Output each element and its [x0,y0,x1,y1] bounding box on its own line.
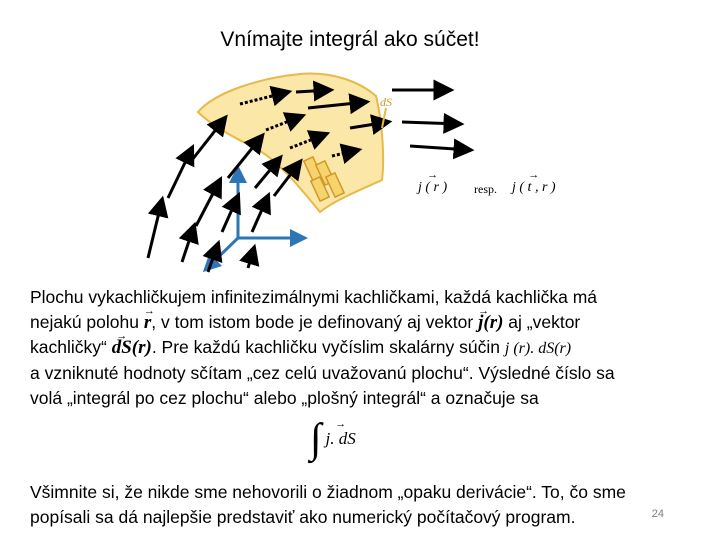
formula-resp: resp. [474,182,497,196]
vector-ds: dS [112,324,132,360]
vector-j: j [478,299,484,335]
p1-line-4: a vzniknuté hodnoty sčítam „cez celú uva… [30,363,615,383]
p1-line-3: kachličky“ dS(r). Pre každú kachličku vy… [30,324,640,361]
p2-line-1: Všimnite si, že nikde sme nehovorili o ž… [30,482,626,502]
vector-field-figure: dS [146,72,475,273]
ds-small-arrow [381,107,387,129]
slide-title: Vnímajte integrál ako súčet! [220,28,480,51]
formula-j-of-t-r: j ( t , r ) [512,169,556,196]
field-arrows-below [146,114,303,273]
formula-j-of-r: j ( r ) [418,169,447,196]
integral-expression: j. dS [326,418,356,449]
coordinate-axes [202,165,308,273]
integral-sign: ∫ [310,416,322,462]
vector-r: r [144,299,152,335]
surface-tiles [302,155,346,203]
field-arrows-right [392,79,475,160]
ds-label: dS [380,95,392,109]
paragraph-1: Plochu vykachličkujem infinitezimálnymi … [30,285,640,411]
scalar-product: j (r). dS(r) [504,340,572,357]
surface-integral: ∫ j. dS [310,418,356,460]
curved-surface [196,72,385,214]
page-number: 24 [651,508,664,520]
paragraph-2: Všimnite si, že nikde sme nehovorili o ž… [30,480,640,530]
p2-line-2: popísali sa dá najlepšie predstaviť ako … [30,507,576,527]
p1-line-5: volá „integrál po cez plochu“ alebo „plo… [30,388,539,408]
field-arrows-through [239,80,393,164]
p1-line-1: Plochu vykachličkujem infinitezimálnymi … [30,287,598,307]
